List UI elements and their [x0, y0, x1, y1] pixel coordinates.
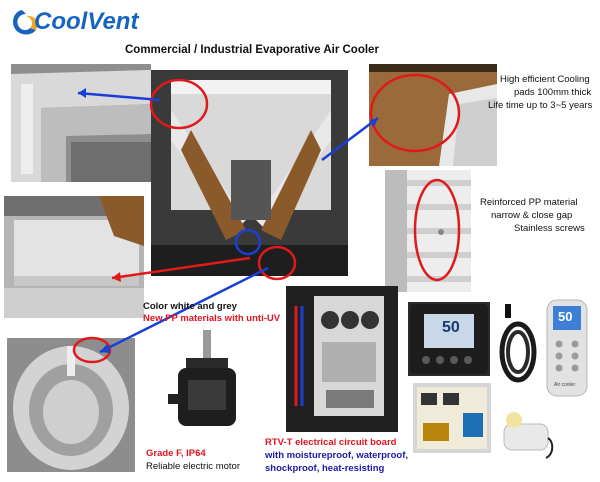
caption-pads-line3: Life time up to 3~5 years: [488, 100, 593, 111]
bracket-illustration: [7, 338, 135, 472]
caption-motor-grade: Grade F, IP64: [146, 448, 206, 459]
cooling-pad-illustration: [369, 64, 497, 166]
main-unit-photo: [151, 70, 348, 276]
caption-pp-line1: Reinforced PP material: [480, 197, 578, 208]
control-panel-illustration: [410, 304, 488, 374]
cable-illustration: [499, 304, 537, 383]
pcb-photo: [413, 383, 491, 453]
louver-photo: [385, 170, 471, 292]
remote-display-value: 50: [558, 309, 573, 324]
louver-illustration: [385, 170, 471, 292]
panel-display-value: 50: [442, 319, 460, 336]
motor-photo: [168, 330, 246, 434]
frame-side-illustration: [4, 196, 144, 318]
control-panel-photo: 50: [408, 302, 490, 376]
frame-corner-illustration: [11, 64, 151, 182]
frame-side-photo: [4, 196, 144, 318]
caption-uv: New PP materials with unti-UV: [143, 313, 281, 324]
circuit-board-photo: [286, 286, 398, 432]
brand-logo: CoolVent: [8, 6, 158, 40]
cable-photo: [497, 302, 539, 392]
caption-circuit-line2: shockproof, heat-resisting: [265, 463, 385, 474]
remote-photo: 50 Air cooler: [545, 298, 589, 398]
motor-illustration: [168, 330, 236, 426]
caption-circuit-line1: with moistureproof, waterproof,: [265, 450, 409, 461]
caption-pp-line3: Stainless screws: [514, 223, 585, 234]
caption-color: Color white and grey: [143, 301, 237, 312]
logo-mark-icon: [13, 10, 38, 35]
page-title: Commercial / Industrial Evaporative Air …: [125, 44, 379, 56]
caption-motor-desc: Reliable electric motor: [146, 461, 240, 472]
frame-corner-photo: [11, 64, 151, 182]
remote-illustration: [546, 299, 588, 397]
remote-brand-label: Air cooler: [554, 382, 576, 388]
pump-photo: [496, 402, 556, 460]
bracket-photo: [7, 338, 135, 472]
main-unit-illustration: [151, 70, 348, 276]
caption-circuit-title: RTV-T electrical circuit board: [265, 437, 397, 448]
brand-name: CoolVent: [34, 8, 139, 35]
caption-pads-line2: pads 100mm thick: [514, 87, 592, 98]
caption-pads-line1: High efficient Cooling: [500, 74, 590, 85]
caption-pp-line2: narrow & close gap: [491, 210, 573, 221]
pcb-illustration: [413, 383, 491, 453]
pump-illustration: [503, 412, 554, 459]
circuit-board-illustration: [286, 286, 398, 432]
cooling-pad-photo: [369, 64, 497, 166]
